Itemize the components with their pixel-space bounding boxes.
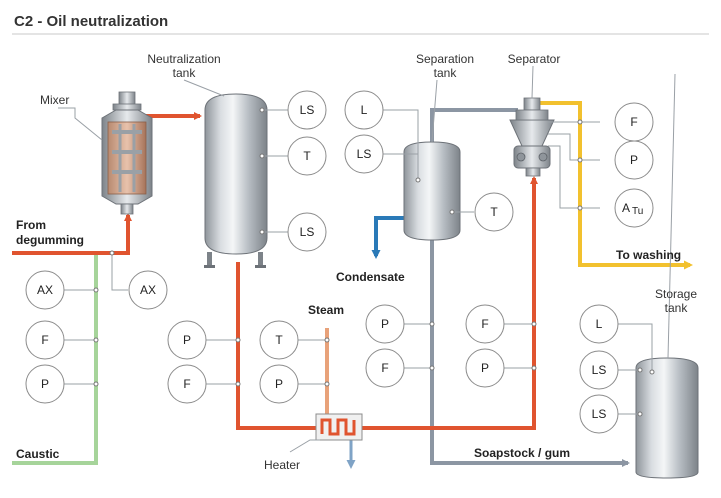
instrument-label: LS — [357, 147, 372, 161]
pipe-tank-to-heater — [236, 262, 316, 430]
instrument-caustic-p: P — [25, 364, 65, 404]
pipe-soapstock — [430, 240, 630, 467]
instrument-heat-p: P — [167, 320, 207, 360]
label-from-degumming-line1: From — [16, 218, 46, 232]
instrument-sep-t: T — [474, 192, 514, 232]
instrument-storage-l: L — [579, 304, 619, 344]
instrument-sepin-f: F — [465, 304, 505, 344]
instrument-neut-ls-bottom: LS — [287, 212, 327, 252]
label-neutralization-tank-line2: tank — [173, 66, 197, 80]
heater — [315, 413, 363, 441]
instrument-label: AX — [140, 283, 156, 297]
mixer — [101, 91, 153, 215]
instrument-neut-t: T — [287, 136, 327, 176]
neutralization-tank — [204, 93, 268, 268]
instrument-storage-ls-bottom: LS — [579, 394, 619, 434]
instrument-label: L — [361, 103, 368, 117]
instrument-label: F — [381, 361, 388, 375]
instrument-label: T — [490, 205, 498, 219]
instrument-feed-ax-right: AX — [128, 270, 168, 310]
label-storage-tank-line1: Storage — [655, 287, 697, 301]
instrument-label: LS — [300, 225, 315, 239]
label-separation-tank-line1: Separation — [416, 52, 474, 66]
instrument-storage-ls-top: LS — [579, 350, 619, 390]
instrument-label: P — [41, 377, 49, 391]
pipe-condensate — [371, 216, 404, 259]
label-steam: Steam — [308, 303, 344, 317]
instrument-label: F — [41, 333, 48, 347]
label-storage-tank-line2: tank — [665, 301, 689, 315]
pipe-feed — [12, 213, 132, 255]
instrument-label: P — [183, 333, 191, 347]
label-separation-tank-line2: tank — [434, 66, 458, 80]
instrument-sepin-p: P — [465, 348, 505, 388]
pipe-heater-to-separator — [362, 176, 538, 430]
label-heater: Heater — [264, 458, 300, 472]
instrument-label: F — [481, 317, 488, 331]
instrument-separator-p: P — [614, 140, 654, 180]
pipe-to-washing — [540, 101, 693, 270]
instrument-label: LS — [592, 407, 607, 421]
instrument-label: F — [183, 377, 190, 391]
storage-tank — [635, 357, 699, 479]
instrument-label: P — [275, 377, 283, 391]
instrument-sepline-p: P — [365, 304, 405, 344]
instrument-label: LS — [300, 103, 315, 117]
connection-dots — [93, 107, 655, 417]
instrument-label: T — [275, 333, 283, 347]
label-mixer: Mixer — [40, 93, 69, 107]
instrument-label: AX — [37, 283, 53, 297]
label-caustic: Caustic — [16, 447, 60, 461]
instrument-heat-f: F — [167, 364, 207, 404]
page-title: C2 - Oil neutralization — [14, 13, 168, 30]
instrument-label: L — [596, 317, 603, 331]
label-from-degumming-line2: degumming — [16, 233, 84, 247]
instrument-separator-a-tu: A Tu — [614, 188, 654, 228]
instrument-label: T — [303, 149, 311, 163]
instrument-sep-l: L — [344, 90, 384, 130]
separator — [509, 97, 555, 177]
instrument-label: LS — [592, 363, 607, 377]
label-soapstock: Soapstock / gum — [474, 446, 570, 460]
instrument-label: P — [481, 361, 489, 375]
instrument-caustic-f: F — [25, 320, 65, 360]
instrument-label-sub: Tu — [632, 206, 643, 217]
leader-lines — [58, 65, 676, 453]
label-condensate: Condensate — [336, 270, 405, 284]
instrument-label: P — [630, 153, 638, 167]
pipe-caustic — [12, 255, 98, 465]
instrument-label: P — [381, 317, 389, 331]
label-neutralization-tank-line1: Neutralization — [147, 52, 220, 66]
instrument-neut-ls-top: LS — [287, 90, 327, 130]
instrument-feed-ax-left: AX — [25, 270, 65, 310]
instrument-sepline-f: F — [365, 348, 405, 388]
instrument-heat-p2: P — [259, 364, 299, 404]
instrument-separator-f: F — [614, 102, 654, 142]
instrument-heat-t: T — [259, 320, 299, 360]
separation-tank — [403, 141, 461, 241]
label-to-washing: To washing — [616, 248, 681, 262]
label-separator: Separator — [508, 52, 561, 66]
instrument-label: F — [630, 115, 637, 129]
instrument-sep-ls: LS — [344, 134, 384, 174]
instrument-label: A — [622, 201, 630, 215]
pipe-separation-to-separator — [430, 108, 518, 145]
